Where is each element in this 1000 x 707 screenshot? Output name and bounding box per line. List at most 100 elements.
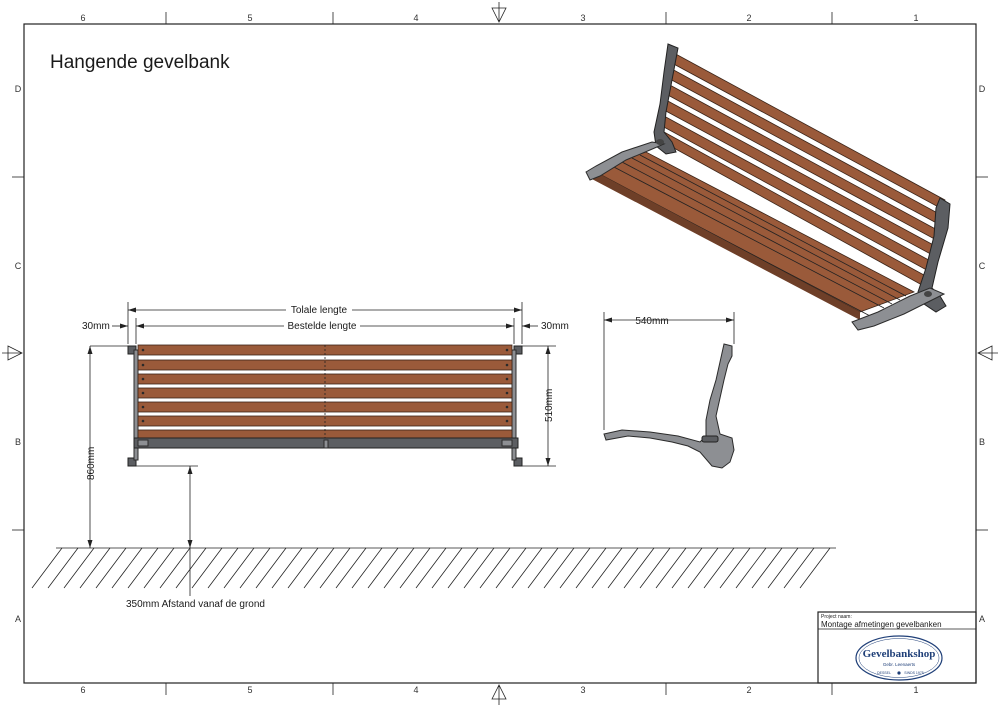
dim-ground-distance-label: 350mm Afstand vanaf de grond bbox=[126, 599, 265, 610]
hatch-stroke bbox=[447, 547, 479, 589]
hatch-stroke bbox=[31, 547, 63, 589]
grid-col-3-top: 3 bbox=[580, 13, 585, 23]
hatch-stroke bbox=[351, 547, 383, 589]
hatch-stroke bbox=[495, 547, 527, 589]
grid-col-4-bottom: 4 bbox=[413, 685, 418, 695]
left-bracket-bottom bbox=[127, 457, 137, 467]
hatch-stroke bbox=[767, 547, 799, 589]
hatch-stroke bbox=[431, 547, 463, 589]
hatch-stroke bbox=[287, 547, 319, 589]
dim-height-bench-label: 510mm bbox=[544, 389, 555, 422]
gevelbankshop-logo: Gevelbankshop Gebr. Leenaerts DESSEL SIN… bbox=[855, 635, 943, 681]
hatch-stroke bbox=[463, 547, 495, 589]
grid-col-5-bottom: 5 bbox=[247, 685, 252, 695]
hatch-stroke bbox=[319, 547, 351, 589]
hatch-stroke bbox=[95, 547, 127, 589]
hatch-stroke bbox=[799, 547, 831, 589]
seat-slats bbox=[590, 151, 915, 320]
grid-col-6-top: 6 bbox=[80, 13, 85, 23]
grid-row-b-left: B bbox=[15, 437, 21, 447]
drawing-title: Hangende gevelbank bbox=[50, 52, 230, 73]
seat-frame-front bbox=[585, 141, 666, 181]
hatch-stroke bbox=[591, 547, 623, 589]
dim-depth-label: 540mm bbox=[635, 316, 668, 327]
hatch-stroke bbox=[223, 547, 255, 589]
hatch-stroke bbox=[703, 547, 735, 589]
dim-ordered-length-label: Bestelde lengte bbox=[288, 321, 357, 332]
hatch-stroke bbox=[527, 547, 559, 589]
project-name: Montage afmetingen gevelbanken bbox=[821, 620, 942, 629]
hatch-stroke bbox=[575, 547, 607, 589]
drawing-border bbox=[12, 12, 988, 695]
side-frame-clamp bbox=[701, 435, 719, 443]
hatch-stroke bbox=[79, 547, 111, 589]
hatch-stroke bbox=[735, 547, 767, 589]
hatch-stroke bbox=[511, 547, 543, 589]
hatch-stroke bbox=[303, 547, 335, 589]
hatch-stroke bbox=[415, 547, 447, 589]
grid-col-6-bottom: 6 bbox=[80, 685, 85, 695]
frame-bolt-left bbox=[656, 139, 664, 145]
frame-bolt-right bbox=[924, 291, 932, 297]
hatch-stroke bbox=[543, 547, 575, 589]
hatch-stroke bbox=[271, 547, 303, 589]
hatch-stroke bbox=[175, 547, 207, 589]
hatch-stroke bbox=[383, 547, 415, 589]
grid-row-a-left: A bbox=[15, 614, 21, 624]
back-frame-left bbox=[653, 43, 679, 155]
hatch-stroke bbox=[143, 547, 175, 589]
grid-col-1-bottom: 1 bbox=[913, 685, 918, 695]
seat-frame-rear bbox=[851, 287, 946, 331]
center-mark-right bbox=[977, 345, 998, 361]
hatch-stroke bbox=[783, 547, 815, 589]
right-bracket-bottom bbox=[513, 457, 523, 467]
hatch-stroke bbox=[719, 547, 751, 589]
hatch-stroke bbox=[367, 547, 399, 589]
dim-right-offset-label: 30mm bbox=[541, 321, 569, 332]
hatch-stroke bbox=[111, 547, 143, 589]
grid-col-2-top: 2 bbox=[746, 13, 751, 23]
side-frame-profile bbox=[603, 343, 735, 469]
hatch-stroke bbox=[127, 547, 159, 589]
center-mark-left bbox=[2, 345, 23, 361]
logo-name: Gevelbankshop bbox=[863, 648, 936, 660]
grid-row-a-right: A bbox=[979, 614, 985, 624]
grid-col-1-top: 1 bbox=[913, 13, 918, 23]
hatch-stroke bbox=[47, 547, 79, 589]
dim-total-length-label: Tolale lengte bbox=[291, 305, 348, 316]
dim-height-mount-label: 860mm bbox=[86, 447, 97, 480]
hatch-stroke bbox=[159, 547, 191, 589]
grid-col-3-bottom: 3 bbox=[580, 685, 585, 695]
bench-front-view bbox=[127, 344, 523, 467]
back-frame-right bbox=[917, 197, 951, 313]
hatch-stroke bbox=[63, 547, 95, 589]
hatch-stroke bbox=[191, 547, 223, 589]
hatch-stroke bbox=[255, 547, 287, 589]
grid-row-d-left: D bbox=[15, 84, 22, 94]
grid-row-c-right: C bbox=[979, 261, 986, 271]
center-mark-bottom bbox=[491, 684, 507, 705]
hatch-stroke bbox=[655, 547, 687, 589]
grid-col-2-bottom: 2 bbox=[746, 685, 751, 695]
logo-footer-right: SINDS 1975 bbox=[904, 671, 924, 675]
bench-isometric-view bbox=[585, 43, 951, 331]
hatch-stroke bbox=[335, 547, 367, 589]
project-label: Project naam: bbox=[821, 614, 852, 620]
logo-dot-icon bbox=[897, 671, 901, 675]
dim-left-offset-label: 30mm bbox=[82, 321, 110, 332]
grid-row-d-right: D bbox=[979, 84, 986, 94]
hatch-stroke bbox=[207, 547, 239, 589]
ground-hatch bbox=[31, 547, 836, 589]
grid-row-b-right: B bbox=[979, 437, 985, 447]
hatch-stroke bbox=[607, 547, 639, 589]
hatch-stroke bbox=[751, 547, 783, 589]
center-mark-top bbox=[491, 2, 507, 23]
hatch-stroke bbox=[479, 547, 511, 589]
grid-col-5-top: 5 bbox=[247, 13, 252, 23]
hatch-stroke bbox=[399, 547, 431, 589]
bench-side-view bbox=[603, 343, 735, 469]
hatch-stroke bbox=[687, 547, 719, 589]
hatch-stroke bbox=[623, 547, 655, 589]
hatch-stroke bbox=[559, 547, 591, 589]
